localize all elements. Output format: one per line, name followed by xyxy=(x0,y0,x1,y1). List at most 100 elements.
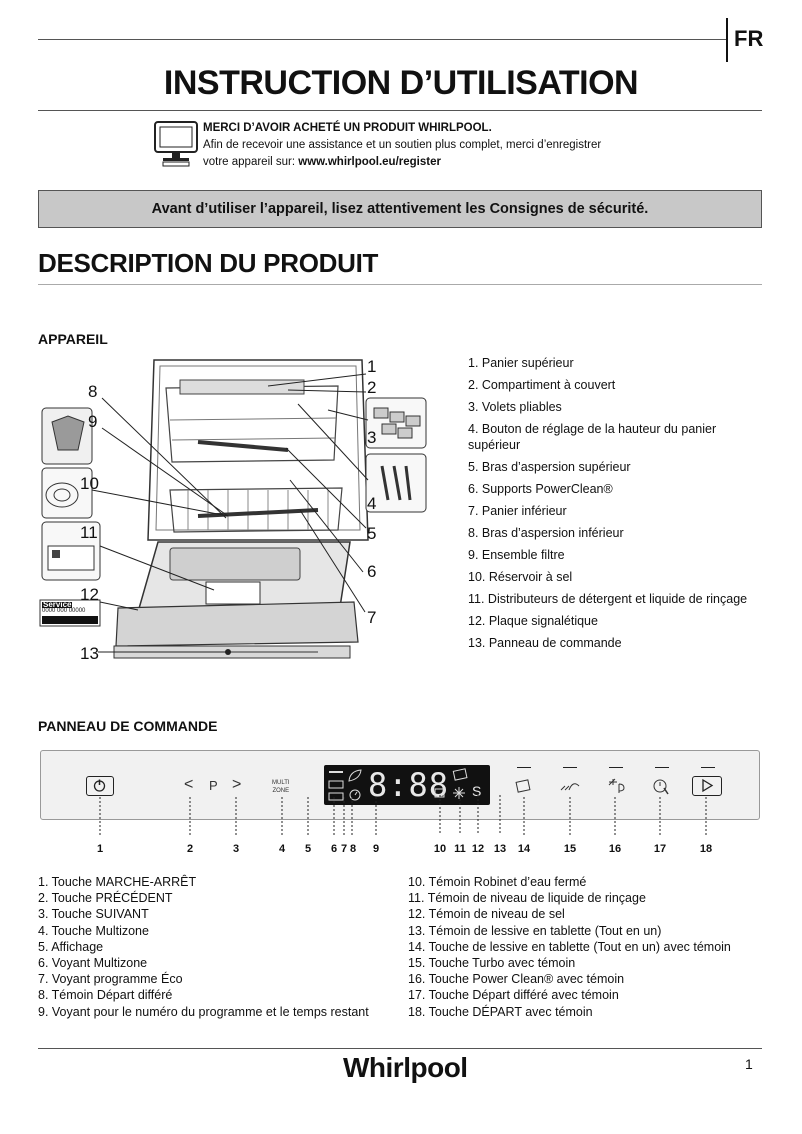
turbo-button-icon[interactable] xyxy=(559,778,581,796)
thanks-heading: MERCI D’AVOIR ACHETÉ UN PRODUIT WHIRLPOO… xyxy=(203,122,492,134)
appareil-list: 1. Panier supérieur 2. Compartiment à co… xyxy=(468,352,768,654)
indicator-icons xyxy=(434,768,468,799)
callout-8: 8 xyxy=(88,382,98,401)
panel-num-13: 13 xyxy=(493,843,507,855)
list-item: 5. Affichage xyxy=(38,939,104,954)
delay-led xyxy=(655,767,669,768)
salt-indicator-icon: S xyxy=(472,783,482,799)
powerclean-button-icon[interactable] xyxy=(605,776,627,796)
panel-legend-left: 1. Touche MARCHE-ARRÊT 2. Touche PRÉCÉDE… xyxy=(38,874,398,1020)
list-item: 10. Témoin Robinet d’eau fermé xyxy=(408,875,587,889)
page-number: 1 xyxy=(745,1056,753,1072)
callout-4: 4 xyxy=(367,494,377,513)
thanks-line: Afin de recevoir une assistance et un so… xyxy=(203,139,602,151)
list-item: 8. Bras d’aspersion inférieur xyxy=(468,526,624,540)
p-label: P xyxy=(209,778,218,793)
list-item: 17. Touche Départ différé avec témoin xyxy=(408,988,619,1003)
panel-heading: PANNEAU DE COMMANDE xyxy=(38,718,218,734)
list-item: 7. Voyant programme Éco xyxy=(38,972,183,987)
list-item: 3. Touche SUIVANT xyxy=(38,907,149,922)
turbo-led xyxy=(563,767,577,768)
prev-button[interactable]: < xyxy=(184,776,194,793)
list-item: 6. Voyant Multizone xyxy=(38,956,148,971)
thanks-text: MERCI D’AVOIR ACHETÉ UN PRODUIT WHIRLPOO… xyxy=(203,120,601,171)
list-item: 7. Panier inférieur xyxy=(468,504,567,518)
panel-num-18: 18 xyxy=(699,843,713,855)
tablet-indicator-icon xyxy=(452,768,468,781)
callout-7: 7 xyxy=(367,608,377,627)
callout-3: 3 xyxy=(367,428,377,447)
powerclean-led xyxy=(609,767,623,768)
list-item: 1. Panier supérieur xyxy=(468,356,574,370)
thanks-prefix: votre appareil sur: xyxy=(203,156,299,168)
panel-num-6: 6 xyxy=(330,843,338,855)
tablet-button-icon[interactable] xyxy=(513,778,535,796)
list-item: 9. Voyant pour le numéro du programme et… xyxy=(38,1004,369,1019)
callout-9: 9 xyxy=(88,412,98,431)
panel-num-1: 1 xyxy=(96,843,104,855)
list-item: 12. Plaque signalétique xyxy=(468,614,598,628)
section-title: DESCRIPTION DU PRODUIT xyxy=(38,248,379,278)
list-item: 18. Touche DÉPART avec témoin xyxy=(408,1004,593,1019)
service-code: 0000 000 00000 xyxy=(42,608,86,614)
callout-13: 13 xyxy=(80,644,99,663)
list-item: 11. Distributeurs de détergent et liquid… xyxy=(468,592,748,606)
multizone-label-2: ZONE xyxy=(272,788,290,794)
list-item: 6. Supports PowerClean® xyxy=(468,482,613,496)
list-item: 10. Réservoir à sel xyxy=(468,570,573,584)
panel-num-4: 4 xyxy=(278,843,286,855)
list-item: 12. Témoin de niveau de sel xyxy=(408,907,565,922)
panel-num-7: 7 xyxy=(340,843,348,855)
callout-5: 5 xyxy=(367,524,377,543)
list-item: 4. Touche Multizone xyxy=(38,923,149,938)
list-item: 15. Touche Turbo avec témoin xyxy=(408,956,576,971)
dishwasher-diagram xyxy=(39,359,427,659)
panel-num-2: 2 xyxy=(186,843,194,855)
lang-divider xyxy=(726,18,728,62)
start-button[interactable] xyxy=(692,776,722,796)
list-item: 2. Touche PRÉCÉDENT xyxy=(38,891,173,906)
panel-callout-lines xyxy=(99,795,707,835)
list-item-continuation: supérieur xyxy=(468,438,521,452)
page-title: INSTRUCTION D’UTILISATION xyxy=(163,64,639,102)
multizone-label-1: MULTI xyxy=(272,780,290,786)
list-item: 16. Touche Power Clean® avec témoin xyxy=(408,972,625,987)
list-item: 13. Panneau de commande xyxy=(468,636,622,650)
panel-num-16: 16 xyxy=(608,843,622,855)
panel-num-14: 14 xyxy=(517,843,531,855)
tablet-led xyxy=(517,767,531,768)
power-icon xyxy=(93,779,106,792)
list-item: 2. Compartiment à couvert xyxy=(468,378,616,392)
water-tap-icon xyxy=(434,788,445,798)
callout-12: 12 xyxy=(80,585,99,604)
callout-6: 6 xyxy=(367,562,377,581)
panel-num-17: 17 xyxy=(653,843,667,855)
list-item: 8. Témoin Départ différé xyxy=(38,988,173,1003)
delay-start-button-icon[interactable] xyxy=(651,776,673,796)
power-button[interactable] xyxy=(86,776,114,796)
service-label: Service: xyxy=(43,600,75,609)
multizone-indicator-icon xyxy=(328,771,344,801)
list-item: 5. Bras d’aspersion supérieur xyxy=(468,460,631,474)
eco-leaf-icon xyxy=(348,769,362,801)
panel-num-10: 10 xyxy=(433,843,447,855)
next-button[interactable]: > xyxy=(232,776,242,793)
panel-num-11: 11 xyxy=(454,843,466,855)
callout-11: 11 xyxy=(80,523,98,542)
panel-num-8: 8 xyxy=(349,843,357,855)
multizone-button[interactable]: MULTI ZONE xyxy=(272,779,290,795)
appareil-heading: APPAREIL xyxy=(38,331,108,347)
panel-legend-right: 10. Témoin Robinet d’eau fermé 11. Témoi… xyxy=(408,874,768,1020)
panel-num-3: 3 xyxy=(232,843,240,855)
list-item: 4. Bouton de réglage de la hauteur du pa… xyxy=(468,422,717,436)
section-rule xyxy=(38,284,762,285)
panel-num-12: 12 xyxy=(471,843,485,855)
start-led xyxy=(701,767,715,768)
register-link[interactable]: www.whirlpool.eu/register xyxy=(298,156,441,168)
header-rule xyxy=(38,39,726,40)
panel-num-5: 5 xyxy=(304,843,312,855)
whirlpool-logo: Whirlpool xyxy=(343,1052,468,1083)
language-code: FR xyxy=(734,26,764,51)
list-item: 14. Touche de lessive en tablette (Tout … xyxy=(408,939,731,954)
safety-warning: Avant d’utiliser l’appareil, lisez atten… xyxy=(38,190,762,228)
